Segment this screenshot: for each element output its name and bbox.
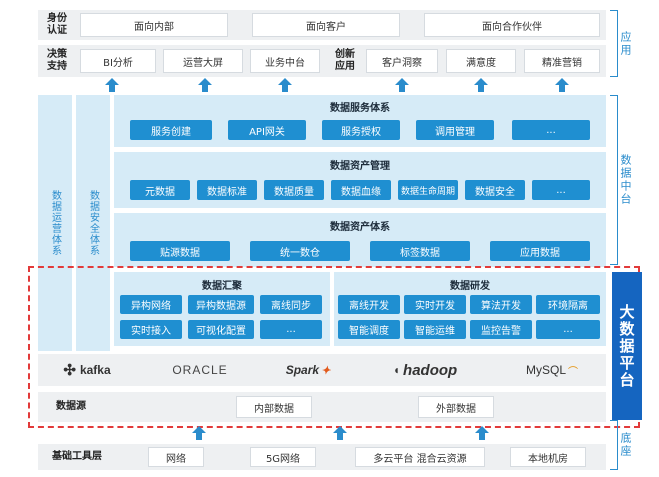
hadoop-elephant-icon: ◖: [392, 363, 401, 377]
source-label: 数据源: [56, 401, 86, 412]
hadoop-logo: ◖hadoop: [380, 356, 470, 384]
develop-item: 智能调度: [338, 320, 400, 339]
spark-logo: Spark✦: [278, 356, 338, 384]
identity-item-internal: 面向内部: [80, 13, 228, 37]
asset-mgmt-item: 数据安全: [465, 180, 525, 200]
kafka-logo: ✣kafka: [52, 356, 122, 384]
develop-item: 实时开发: [404, 295, 466, 314]
develop-item: ...: [536, 320, 600, 339]
side-bracket-mid: [610, 95, 618, 265]
security-system-column: 数据安全体系: [76, 95, 110, 351]
service-title: 数据服务体系: [330, 103, 390, 114]
develop-item: 离线开发: [338, 295, 400, 314]
aggregate-item: 实时接入: [120, 320, 182, 339]
mysql-dolphin-icon: ⌒: [568, 366, 578, 378]
big-data-platform-frame: [28, 266, 640, 428]
mysql-logo: MySQL⌒: [520, 356, 584, 384]
hadoop-label: hadoop: [403, 361, 458, 379]
source-item-external: 外部数据: [418, 396, 494, 418]
spark-label: Spark: [285, 363, 320, 377]
asset-sys-item: 标签数据: [370, 241, 470, 261]
asset-mgmt-item: 元数据: [130, 180, 190, 200]
aggregate-item: 离线同步: [260, 295, 322, 314]
up-arrows-top: [105, 78, 569, 92]
develop-item: 环境隔离: [536, 295, 600, 314]
aggregate-item: 异构数据源: [188, 295, 254, 314]
asset-sys-item: 应用数据: [490, 241, 590, 261]
source-item-internal: 内部数据: [236, 396, 312, 418]
develop-title: 数据研发: [450, 281, 490, 292]
innovation-item-satisfaction: 满意度: [446, 49, 516, 73]
side-bracket-lib: [610, 420, 618, 470]
decision-label: 决策 支持: [47, 49, 67, 72]
innovation-item-insight: 客户洞察: [366, 49, 438, 73]
ops-system-column: 数据运营体系: [38, 95, 72, 351]
service-item: ...: [512, 120, 590, 140]
base-label: 基础工具层: [52, 451, 102, 462]
side-bracket-app: [610, 10, 618, 77]
base-item-local: 本地机房: [510, 447, 586, 467]
base-item-5g: 5G网络: [250, 447, 316, 467]
asset-mgmt-item: ...: [532, 180, 590, 200]
base-item-network: 网络: [148, 447, 204, 467]
mysql-label: MySQL: [525, 363, 566, 377]
big-data-platform-block: [612, 272, 642, 420]
aggregate-item: 可视化配置: [188, 320, 254, 339]
identity-item-partner: 面向合作伙伴: [424, 13, 600, 37]
kafka-label: kafka: [79, 363, 111, 377]
develop-item: 智能运维: [404, 320, 466, 339]
asset-mgmt-item: 数据血缘: [331, 180, 391, 200]
innovation-item-marketing: 精准营销: [524, 49, 600, 73]
decision-item-screen: 运营大屏: [163, 49, 243, 73]
oracle-logo: ORACLE: [172, 363, 228, 377]
side-label-app: 应用: [619, 30, 632, 57]
up-arrows-bottom: [192, 426, 489, 440]
develop-item: 监控告警: [470, 320, 532, 339]
asset-sys-title: 数据资产体系: [330, 222, 390, 233]
asset-sys-item: 贴源数据: [130, 241, 230, 261]
decision-item-middle: 业务中台: [250, 49, 320, 73]
logos-row: [38, 354, 606, 386]
asset-mgmt-item: 数据质量: [264, 180, 324, 200]
aggregate-title: 数据汇聚: [202, 281, 242, 292]
decision-item-bi: BI分析: [80, 49, 156, 73]
spark-star-icon: ✦: [321, 364, 331, 377]
service-item: 服务授权: [322, 120, 400, 140]
base-item-cloud: 多云平台 混合云资源: [355, 447, 485, 467]
aggregate-item: ...: [260, 320, 322, 339]
service-item: 服务创建: [130, 120, 212, 140]
identity-label: 身份 认证: [47, 13, 67, 36]
service-item: API网关: [228, 120, 306, 140]
asset-mgmt-item: 数据生命周期: [398, 180, 458, 200]
service-item: 调用管理: [416, 120, 494, 140]
develop-item: 算法开发: [470, 295, 532, 314]
side-label-big: 大数据平台: [617, 303, 636, 389]
asset-mgmt-title: 数据资产管理: [330, 161, 390, 172]
aggregate-item: 异构网络: [120, 295, 182, 314]
innovation-label: 创新 应用: [335, 49, 355, 72]
source-row: [38, 392, 606, 422]
side-label-lib: 底座: [619, 432, 632, 458]
identity-item-customer: 面向客户: [252, 13, 400, 37]
asset-sys-item: 统一数仓: [250, 241, 350, 261]
asset-mgmt-item: 数据标准: [197, 180, 257, 200]
kafka-icon: ✣: [63, 362, 76, 379]
side-label-mid: 数据中台: [619, 154, 632, 206]
